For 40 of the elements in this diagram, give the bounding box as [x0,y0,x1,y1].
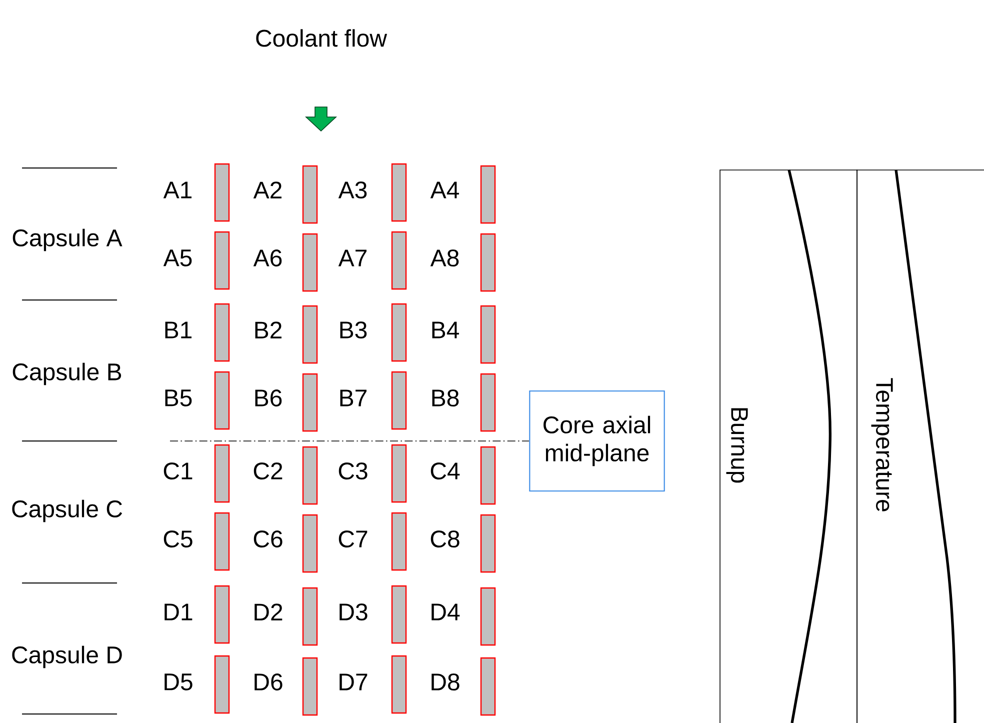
position-label: B6 [255,389,282,406]
position-label: A3 [338,181,367,198]
position-label: A2 [253,182,282,198]
position-label: D4 [432,604,460,620]
graph-panel: Temperature [856,170,984,723]
position-label: D7 [340,674,368,690]
graph-panel: Burnup [720,170,858,723]
capsule-label: Capsule C [12,500,122,522]
position-label: A4 [430,182,459,198]
position-label: B3 [340,321,367,338]
position-label: D8 [432,673,460,690]
position-label: C1 [164,462,192,480]
capsule-label: Capsule A [12,228,122,252]
flow-label: Coolant flow [256,29,388,47]
position-label: C4 [430,462,460,480]
position-label: D6 [254,673,282,690]
position-label: A8 [430,249,459,266]
position-label: A5 [163,250,192,266]
position-label: B1 [165,322,192,338]
position-label: C5 [164,530,192,548]
position-label: C7 [338,530,368,548]
position-label: C2 [254,462,282,480]
position-label: B5 [165,390,192,406]
position-label: D1 [164,604,192,620]
position-label: C6 [254,530,282,548]
position-label: B8 [432,389,459,406]
callout-box: Core axial mid-plane [529,390,665,492]
position-label: A6 [253,249,282,266]
position-label: D3 [340,603,368,620]
position-label: B4 [432,322,459,338]
position-label: B2 [255,322,282,338]
position-label: C8 [430,530,460,548]
position-label: A1 [163,182,192,198]
capsule-label: Capsule B [12,362,122,386]
position-label: B7 [340,390,366,406]
position-label: C3 [338,462,368,480]
position-label: D2 [254,604,282,620]
capsule-label: Capsule D [12,646,122,668]
position-label: D5 [164,674,192,690]
position-label: A7 [338,250,366,266]
